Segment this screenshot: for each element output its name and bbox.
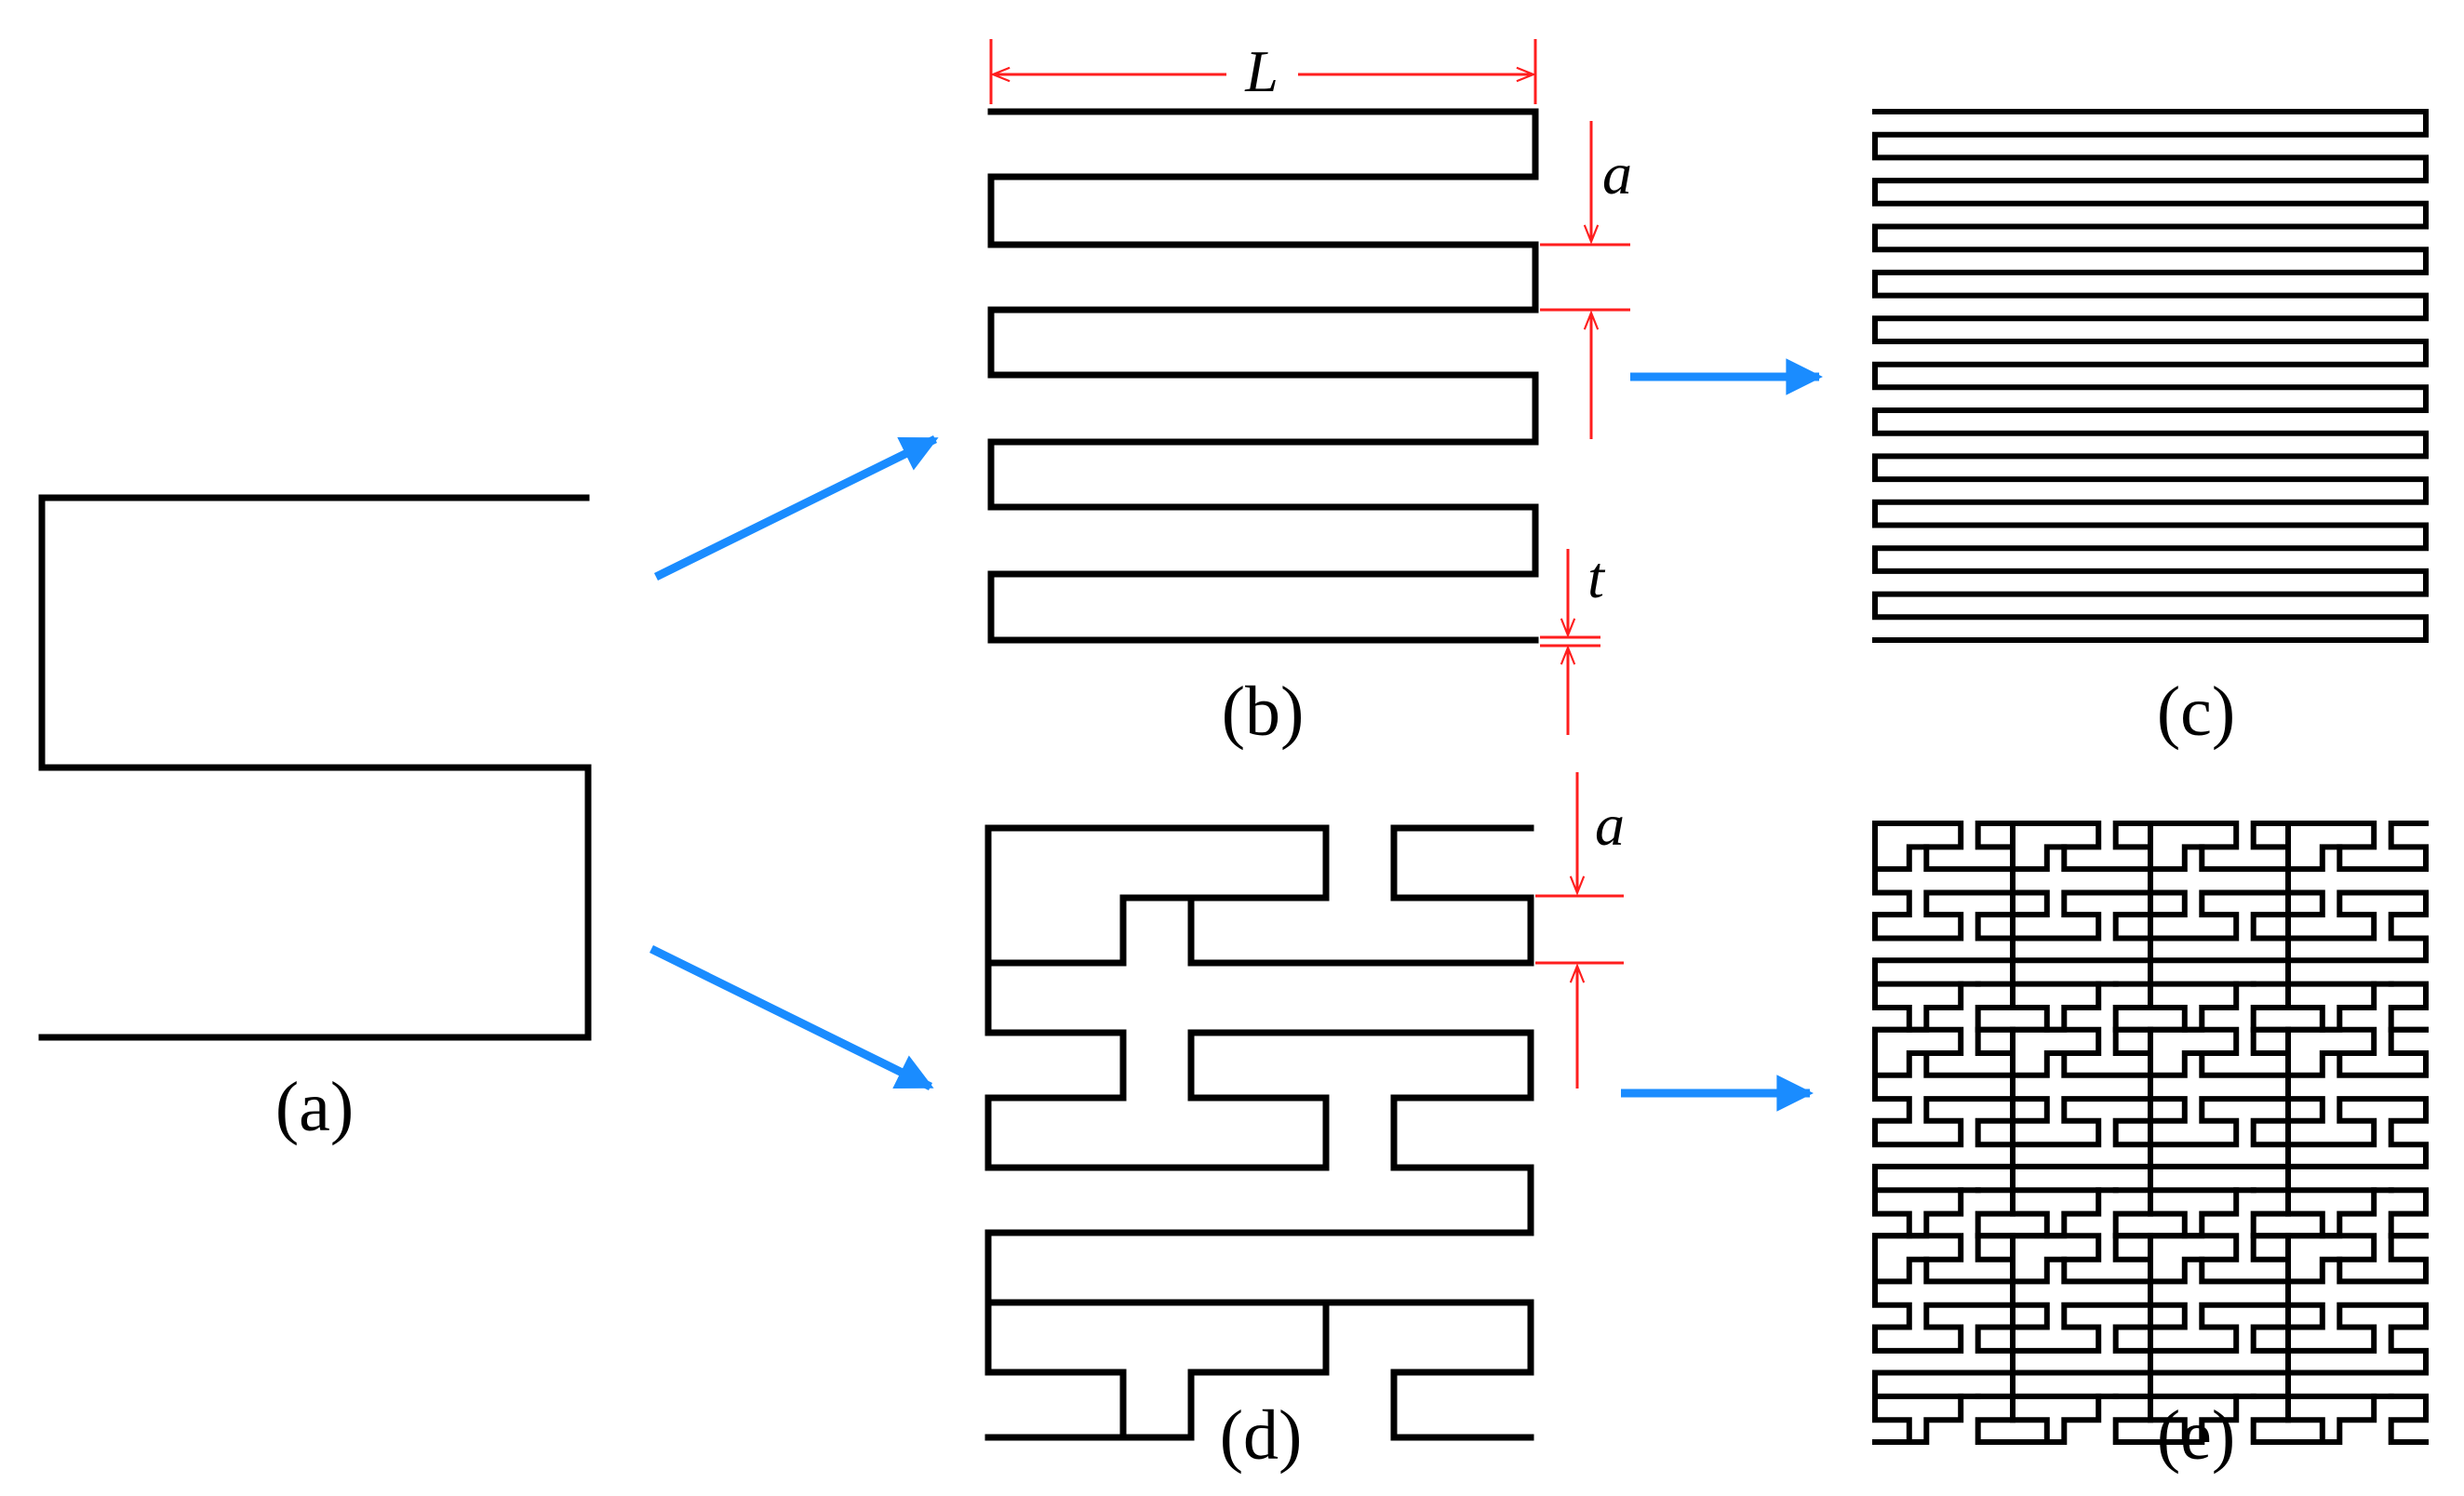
fractal-pattern-segment [1872,821,2015,1033]
caption-a: (a) [275,1068,354,1146]
dimension-spacing-d: a [1535,772,1625,1089]
fractal-pattern-segment [2285,1026,2429,1239]
fractal-pattern-segment [2010,821,2153,1033]
fractal-pattern-segment [2250,1393,2291,1445]
fractal-pattern-segment [1872,1026,1964,1078]
fractal-pattern-segment [2010,821,2102,873]
dense-meander-shape [1872,109,2429,643]
flow-arrow-a-to-b [654,434,939,581]
fractal-pattern-segment [2250,1187,2291,1239]
dimension-thickness: t [1540,544,1606,735]
fractal-pattern-segment [1975,1393,2015,1445]
branched-meander-lower-arm [1390,1299,1534,1441]
fractal-pattern-shape [1872,821,2429,1445]
fractal-pattern-segment [1975,981,2015,1033]
meander-line-shape [987,108,1539,644]
fractal-pattern-segment [2148,821,2291,1033]
fractal-pattern-segment [1872,821,1964,873]
fractal-pattern-segment [2148,1233,2240,1285]
caption-c: (c) [2157,673,2235,751]
fractal-pattern-segment [1975,1187,2015,1239]
branched-meander-shape [984,824,1534,1441]
branched-meander-upper-arm [984,824,1330,967]
caption-d: (d) [1220,1396,1303,1475]
fractal-pattern-segment [2148,1233,2291,1445]
fractal-pattern-segment [2148,1026,2291,1239]
fractal-pattern-segment [2388,981,2429,1033]
fractal-pattern-segment [2010,1233,2102,1285]
fractal-pattern-segment [2148,821,2240,873]
flow-arrow-a-to-d [649,944,934,1091]
fractal-pattern-segment [2250,981,2291,1033]
dimension-label-thickness: t [1587,544,1606,610]
fractal-pattern-segment [2112,981,2153,1033]
fractal-pattern-segment [2285,1233,2377,1285]
fractal-pattern-segment [2010,1233,2153,1445]
fractal-pattern-segment [2388,1187,2429,1239]
fractal-pattern-segment [2285,1026,2377,1078]
fractal-pattern-segment [2010,1026,2102,1078]
fractal-pattern-segment [2112,1187,2153,1239]
dimension-label-spacing-b: a [1602,140,1632,207]
fractal-pattern-segment [2148,1026,2240,1078]
fractal-pattern-segment [2285,1233,2429,1445]
dimension-label-length: L [1244,38,1279,104]
fractal-pattern-segment [1872,1026,2015,1239]
fractal-pattern-segment [2388,1393,2429,1445]
fractal-pattern-segment [1872,1233,2015,1445]
dimension-spacing-b: a [1540,121,1632,439]
fractal-pattern-segment [2010,1026,2153,1239]
fractal-pattern-segment [2285,821,2377,873]
fractal-pattern-segment [2112,1393,2153,1445]
fractal-pattern-segment [2285,821,2429,1033]
fractal-pattern-segment [1872,1233,1964,1285]
basic-unit-shape [38,494,592,1041]
caption-b: (b) [1222,673,1305,751]
caption-e: (e) [2157,1396,2235,1475]
dimension-label-spacing-d: a [1595,792,1625,858]
dimension-length: L [989,38,1537,104]
